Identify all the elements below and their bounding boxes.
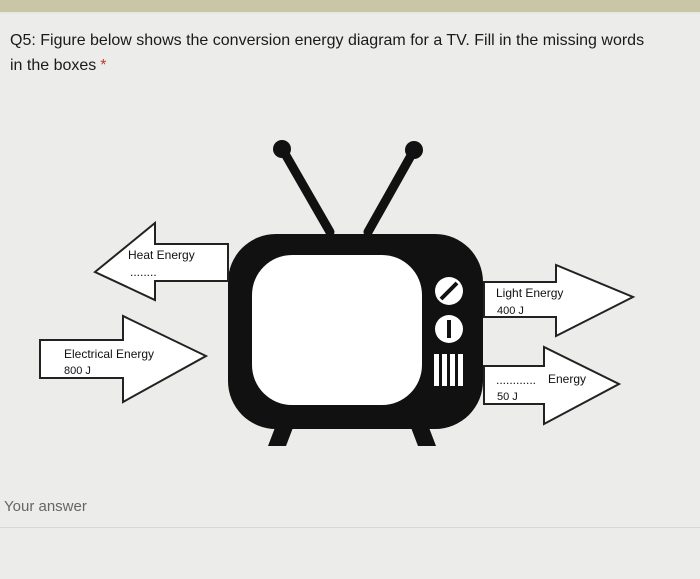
light-energy-arrow: Light Energy 400 J — [484, 265, 633, 336]
heat-energy-label: Heat Energy — [128, 248, 195, 262]
heat-energy-arrow: Heat Energy ........ — [95, 223, 228, 300]
light-energy-value: 400 J — [497, 305, 524, 317]
electrical-energy-arrow: Electrical Energy 800 J — [40, 316, 206, 402]
unknown-energy-blank: ............ — [496, 373, 536, 387]
tv-antenna — [273, 140, 423, 246]
tv-body — [228, 234, 483, 429]
electrical-energy-label: Electrical Energy — [64, 347, 154, 361]
light-energy-label: Light Energy — [496, 286, 563, 300]
electrical-energy-value: 800 J — [64, 365, 91, 377]
unknown-energy-label: Energy — [548, 372, 586, 386]
unknown-energy-arrow: ............ Energy 50 J — [484, 347, 619, 424]
heat-energy-blank: ........ — [130, 265, 157, 279]
answer-input[interactable]: Your answer — [4, 498, 87, 515]
unknown-energy-value: 50 J — [497, 391, 518, 403]
answer-underline — [0, 527, 700, 528]
